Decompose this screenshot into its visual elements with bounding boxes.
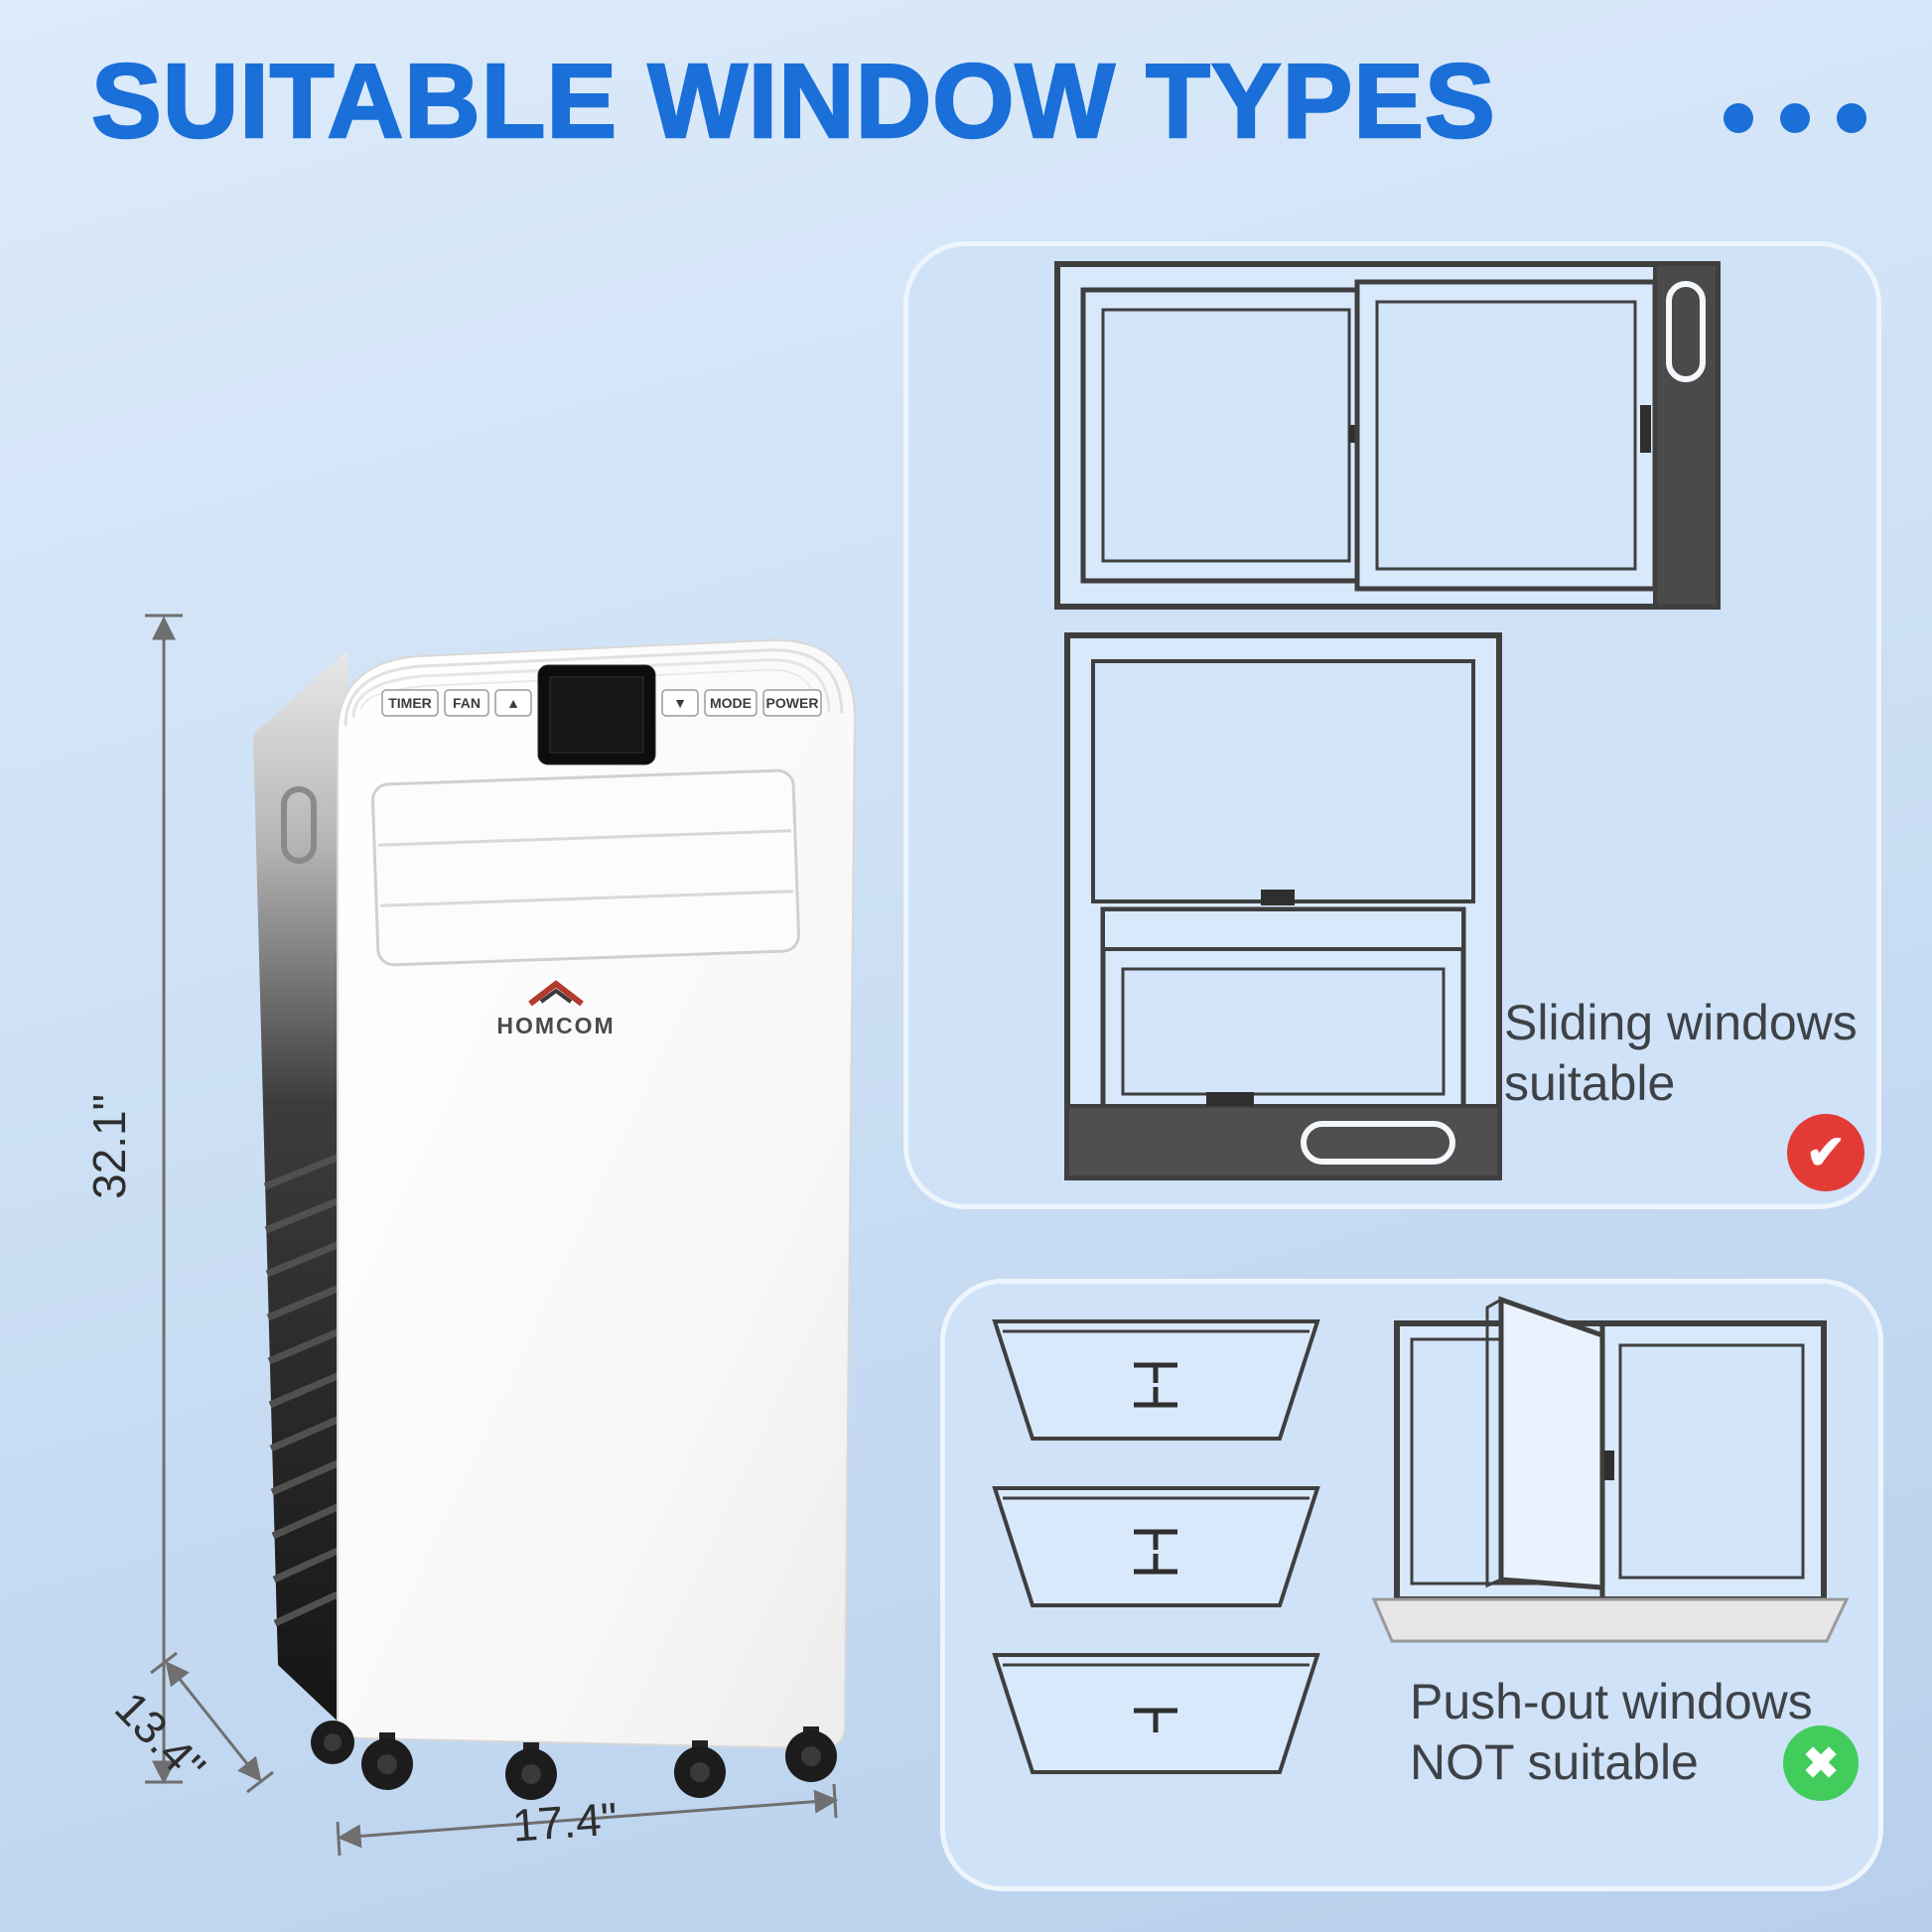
- awning-windows-diagram: [992, 1319, 1320, 1774]
- pushout-windows-diagram: [992, 1296, 1850, 1774]
- power-button: [762, 689, 822, 717]
- height-dimension-line: [145, 614, 183, 1785]
- sliding-windows-panel: Sliding windows suitable ✔: [908, 246, 1876, 1204]
- sash-handle: [1261, 890, 1295, 905]
- ac-side-grille: [263, 1153, 342, 1627]
- sliding-caption-line2: suitable: [1504, 1055, 1676, 1111]
- timer-button: [381, 689, 439, 717]
- dot-icon: [1837, 103, 1866, 133]
- check-icon: ✔: [1787, 1114, 1864, 1191]
- window-latch-icon: [1134, 1529, 1177, 1575]
- ac-side-panel: [253, 650, 347, 1730]
- timer-button-label: TIMER: [388, 695, 432, 711]
- check-glyph: ✔: [1805, 1127, 1847, 1179]
- pushout-caption: Push-out windows NOT suitable: [1410, 1672, 1813, 1793]
- ac-lcd-screen: [549, 676, 644, 754]
- sash-handle: [1604, 1450, 1614, 1480]
- page-title: SUITABLE WINDOW TYPES: [90, 42, 1496, 162]
- dot-icon: [1780, 103, 1810, 133]
- ac-side-handle: [281, 786, 317, 864]
- down-arrow-icon: ▼: [673, 695, 687, 711]
- ac-casters: [311, 1721, 837, 1800]
- sash-handle: [1640, 405, 1651, 453]
- cross-icon: ✖: [1783, 1725, 1859, 1801]
- air-conditioner-illustration: 32.1" 13.4" 17.4": [89, 614, 857, 1857]
- up-arrow-icon: ▲: [506, 695, 520, 711]
- down-button: [661, 689, 699, 717]
- mode-button-label: MODE: [710, 695, 752, 711]
- power-button-label: POWER: [766, 695, 819, 711]
- pushout-windows-panel: Push-out windows NOT suitable ✖: [945, 1284, 1878, 1886]
- homcom-logo: HOMCOM: [496, 980, 615, 1038]
- window-latch-icon: [1134, 1362, 1177, 1408]
- pushout-caption-line1: Push-out windows: [1410, 1674, 1813, 1729]
- sliding-windows-diagram: [1054, 261, 1721, 1180]
- casement-window-diagram: [1371, 1296, 1850, 1643]
- windowsill: [1371, 1597, 1850, 1643]
- up-button: [494, 689, 532, 717]
- open-pane: [1498, 1296, 1605, 1590]
- sliding-caption: Sliding windows suitable: [1504, 993, 1858, 1114]
- dot-icon: [1724, 103, 1753, 133]
- brand-name: HOMCOM: [496, 1013, 615, 1038]
- depth-dimension-line: [150, 1651, 274, 1794]
- mode-button: [704, 689, 758, 717]
- sash-handle: [1206, 1092, 1254, 1106]
- ac-top-ridges: [344, 648, 844, 727]
- height-dimension-label: 32.1": [89, 1094, 135, 1199]
- ellipsis-icon: [1724, 103, 1866, 133]
- ac-control-panel: TIMER FAN ▲ ▼ MODE POWER: [381, 664, 822, 765]
- horizontal-sliding-window-diagram: [1054, 261, 1721, 610]
- ac-air-vent: [370, 768, 800, 967]
- width-dimension-line: [336, 1783, 839, 1857]
- cross-glyph: ✖: [1802, 1738, 1840, 1788]
- double-hung-window-diagram: [1064, 632, 1502, 1180]
- pushout-caption-line2: NOT suitable: [1410, 1734, 1699, 1790]
- width-dimension-label: 17.4": [510, 1792, 619, 1851]
- sliding-caption-line1: Sliding windows: [1504, 995, 1858, 1050]
- fan-button-label: FAN: [453, 695, 481, 711]
- depth-dimension-label: 13.4": [105, 1682, 215, 1793]
- window-latch-icon: [1134, 1708, 1177, 1732]
- fan-button: [444, 689, 489, 717]
